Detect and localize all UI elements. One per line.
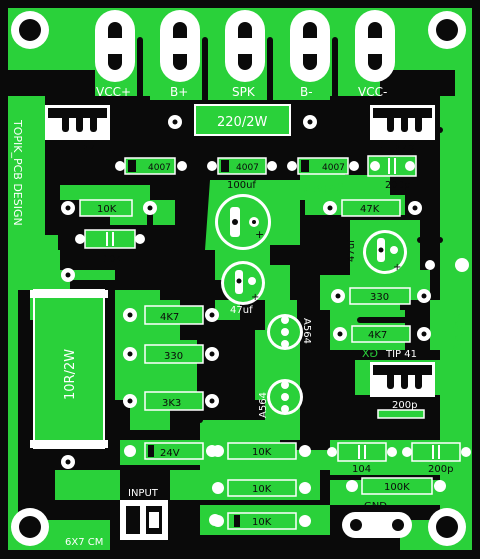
design-label: TOPIK_PCB DESIGN bbox=[11, 119, 24, 226]
r3k3-label: 3K3 bbox=[162, 398, 181, 409]
svg-text:+: + bbox=[255, 228, 264, 241]
r4k7-right-label: 4K7 bbox=[368, 330, 387, 341]
label-b-neg: B- bbox=[300, 85, 313, 99]
safari-side-label: SAFARI bbox=[451, 308, 465, 350]
via-pads bbox=[209, 258, 469, 526]
a564-bottom-label: A564 bbox=[258, 392, 269, 418]
terminal-spk bbox=[225, 10, 265, 82]
terminal-b-pos bbox=[160, 10, 200, 82]
terminal-b-neg bbox=[290, 10, 330, 82]
resistor-3k3: 3K3 bbox=[123, 391, 219, 411]
terminal-vcc-pos bbox=[95, 10, 135, 82]
r10k-top-label: 10K bbox=[97, 204, 117, 215]
r10k-a-label: 10K bbox=[252, 447, 272, 458]
r330-left-label: 330 bbox=[164, 351, 183, 362]
transistor-tip41-right: TIP 41 bbox=[370, 349, 435, 397]
transistor-a564-top: A564 bbox=[267, 314, 312, 350]
capacitor-47uf-center: + 47uf bbox=[221, 261, 265, 316]
resistor-10k-a: 10K bbox=[212, 442, 311, 460]
svg-text:+: + bbox=[251, 292, 259, 303]
resistor-47k: 47K bbox=[323, 199, 422, 217]
tip42-label: TIP 42 bbox=[383, 144, 415, 155]
c200p-top-label: 200p bbox=[385, 180, 410, 191]
r10k-b-label: 10K bbox=[252, 484, 272, 495]
diode-4007-1: 4007 bbox=[115, 157, 187, 175]
terminal-vcc-neg bbox=[355, 10, 395, 82]
capacitor-100uf: + bbox=[215, 194, 271, 250]
gnd-connector: GND bbox=[342, 501, 412, 538]
r220-label: 220/2W bbox=[217, 115, 267, 130]
input-label: INPUT bbox=[128, 488, 159, 499]
c104-bottom-label: 104 bbox=[352, 464, 371, 475]
transistor-tip41-top: TIP 41 bbox=[45, 105, 110, 155]
label-b-pos: B+ bbox=[170, 85, 188, 99]
capacitor-104-left: 104 bbox=[75, 229, 145, 265]
r10k-c-label: 10K bbox=[252, 517, 272, 528]
zener-24v: 24V bbox=[124, 442, 218, 460]
r100k-label: 100K bbox=[384, 482, 410, 493]
resistor-100k: 100K bbox=[346, 477, 446, 495]
transistor-a564-bottom: A564 bbox=[258, 379, 303, 418]
resistor-4k7-left: 4K7 bbox=[123, 305, 219, 325]
svg-text:+: + bbox=[393, 262, 401, 273]
c104-left-label: 104 bbox=[103, 254, 122, 265]
resistor-10r-2w: 10R/2W bbox=[30, 268, 108, 469]
cap-100uf-label: 100uf bbox=[227, 180, 256, 191]
r47k-label: 47K bbox=[360, 204, 380, 215]
resistor-330-right: 330 bbox=[331, 287, 431, 305]
size-label: 6X7 CM bbox=[65, 537, 103, 548]
tip41-top-label: TIP 41 bbox=[71, 144, 103, 155]
mounting-holes bbox=[11, 11, 466, 546]
capacitor-47uf-right: + 47uf bbox=[346, 230, 407, 274]
z24v-label: 24V bbox=[160, 448, 180, 459]
r4k7-left-label: 4K7 bbox=[160, 312, 179, 323]
gnd-label: GND bbox=[364, 501, 387, 512]
r10r-label: 10R/2W bbox=[63, 349, 78, 400]
resistor-10k-b: 10K bbox=[212, 479, 311, 497]
c200p-mid-label: 200p bbox=[392, 400, 417, 411]
c47uf-center-label: 47uf bbox=[230, 305, 253, 316]
gx-label: GX bbox=[361, 347, 378, 360]
c200p-bottom-label: 200p bbox=[428, 464, 453, 475]
capacitor-200p-top: 200p bbox=[367, 155, 417, 191]
safari-mirrored-label: SAFARI bbox=[300, 182, 345, 197]
r330-right-label: 330 bbox=[370, 292, 389, 303]
tip41-right-label: TIP 41 bbox=[385, 349, 417, 360]
label-vcc-neg: VCC- bbox=[358, 85, 387, 99]
resistor-220-2w: 220/2W bbox=[168, 104, 317, 136]
c47uf-right-label: 47uf bbox=[346, 239, 357, 262]
input-connector: INPUT bbox=[120, 488, 168, 540]
label-spk: SPK bbox=[232, 85, 256, 99]
label-vcc-pos: VCC+ bbox=[96, 85, 131, 99]
diode1-label: 4007 bbox=[148, 163, 171, 173]
diode3-label: 4007 bbox=[322, 163, 345, 173]
resistor-10k-c: 10K bbox=[212, 512, 311, 530]
resistor-4k7-right: 4K7 bbox=[333, 325, 431, 343]
diode2-label: 4007 bbox=[236, 163, 259, 173]
capacitor-200p-mid: 200p bbox=[377, 400, 425, 419]
power-terminals bbox=[95, 10, 395, 82]
a564-top-label: A564 bbox=[301, 318, 312, 344]
capacitor-104-bottom: 104 bbox=[327, 442, 397, 475]
diode-4007-2: 4007 bbox=[207, 157, 277, 175]
resistor-10k-top: 10K bbox=[61, 199, 157, 217]
capacitor-200p-bottom: 200p bbox=[402, 442, 471, 475]
diode-4007-3: 4007 bbox=[287, 157, 359, 175]
resistor-330-left: 330 bbox=[123, 344, 219, 364]
transistor-tip42: TIP 42 bbox=[370, 105, 435, 155]
